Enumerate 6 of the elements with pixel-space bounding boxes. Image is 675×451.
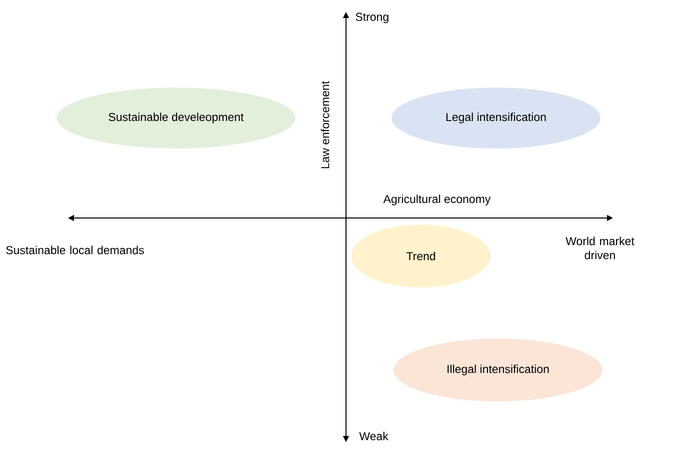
axis-label: World market driven — [566, 236, 634, 260]
axis-label: Agricultural economy — [383, 194, 491, 206]
axis-label: Strong — [356, 12, 388, 24]
axis-label: Weak — [359, 432, 388, 440]
axis-label: Law enforcement — [320, 81, 330, 168]
axis-label: Sustainable local demands — [6, 246, 144, 254]
